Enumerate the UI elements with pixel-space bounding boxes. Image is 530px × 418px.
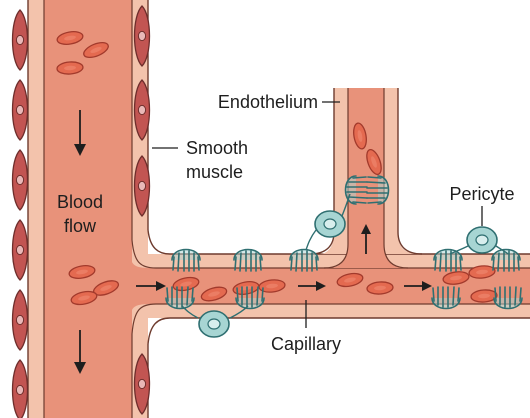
smooth-muscle-cell — [13, 10, 28, 70]
smooth-muscle-cell — [13, 150, 28, 210]
smooth-muscle-cell — [135, 6, 150, 66]
smooth-muscle-label-line2: muscle — [186, 162, 243, 182]
endothelium-label: Endothelium — [218, 92, 318, 112]
smooth-muscle-cell — [135, 80, 150, 140]
smooth-muscle-cell — [135, 156, 150, 216]
blood-flow-label-line1: Blood — [57, 192, 103, 212]
capillary-label: Capillary — [271, 334, 341, 354]
pericyte-label: Pericyte — [449, 184, 514, 204]
smooth-muscle-cell — [13, 80, 28, 140]
blood-flow-label-line2: flow — [64, 216, 97, 236]
smooth-muscle-cell — [13, 220, 28, 280]
smooth-muscle-cell — [135, 354, 150, 414]
smooth-muscle-cell — [13, 360, 28, 418]
smooth-muscle-cell — [13, 290, 28, 350]
smooth-muscle-label-line1: Smooth — [186, 138, 248, 158]
